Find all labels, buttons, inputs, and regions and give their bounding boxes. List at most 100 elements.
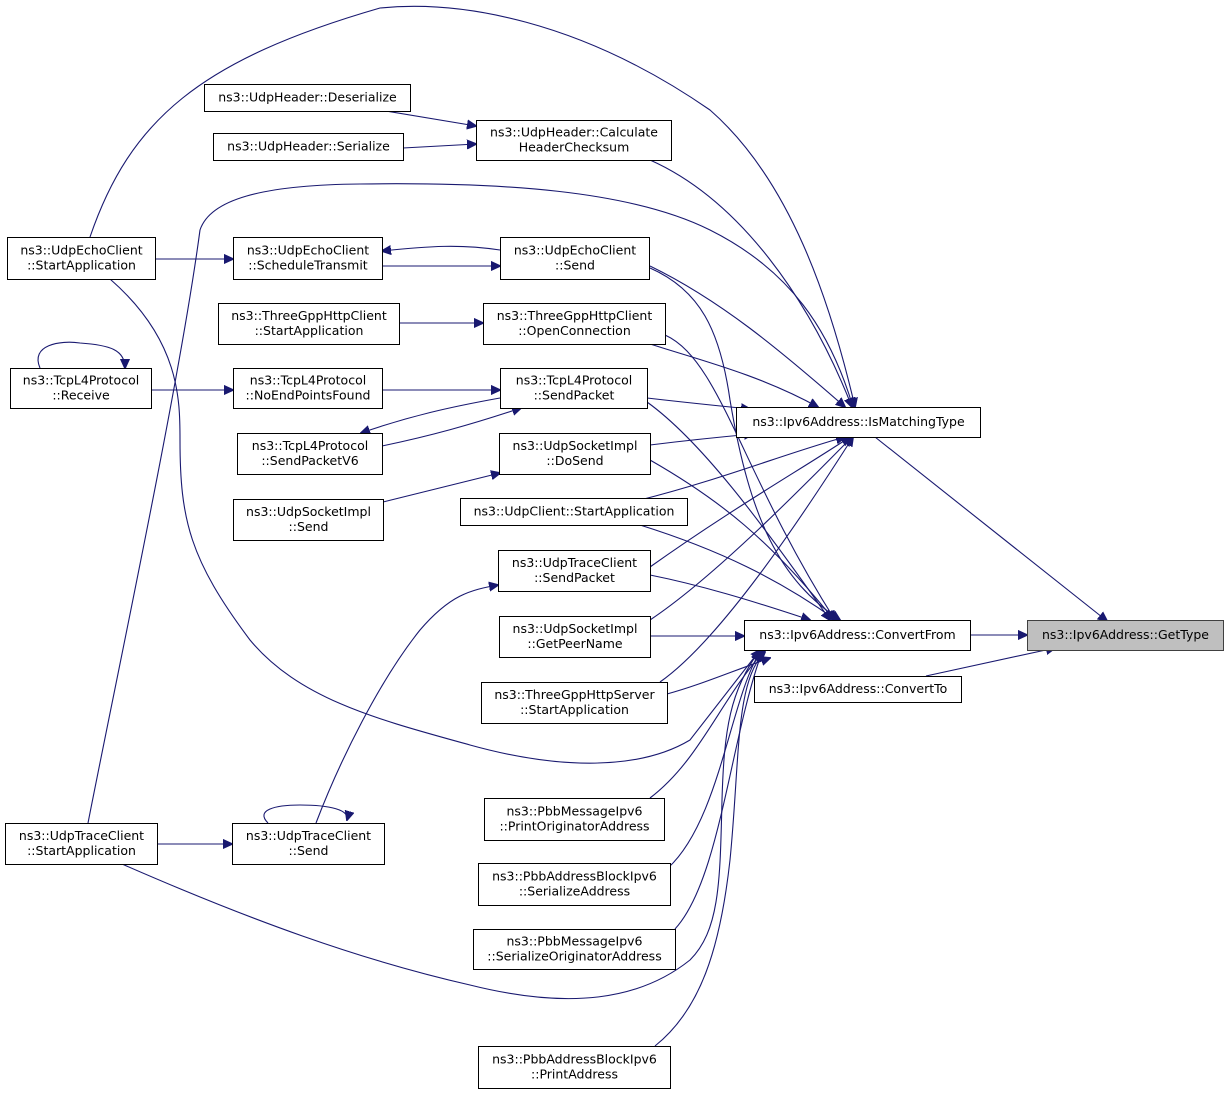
edge-udpHdrCalc-to-isMatchingType (649, 159, 852, 407)
node-traceStart[interactable]: ns3::UdpTraceClient::StartApplication (5, 823, 158, 865)
node-label: ns3::TcpL4Protocol (23, 373, 139, 388)
edge-tcpSendPacket-to-tcpSendPacketV6 (361, 397, 501, 433)
edge-traceStart-to-convertFrom (121, 650, 760, 1000)
node-label: ns3::UdpEchoClient (20, 243, 142, 258)
node-pbbMsgPrintOrig[interactable]: ns3::PbbMessageIpv6::PrintOriginatorAddr… (484, 798, 665, 841)
node-echoStart[interactable]: ns3::UdpEchoClient::StartApplication (7, 237, 156, 280)
node-box (478, 1046, 671, 1089)
node-convertFrom[interactable]: ns3::Ipv6Address::ConvertFrom (744, 620, 971, 651)
node-box (5, 823, 158, 865)
edge-tcpSendPacket-to-isMatchingType (646, 397, 750, 409)
node-label: ns3::TcpL4Protocol (516, 373, 632, 388)
node-label: ns3::UdpEchoClient (514, 243, 636, 258)
edge-httpServerStart-to-isMatchingType (659, 437, 853, 683)
edge-traceSend-to-traceSend (263, 804, 347, 824)
edge-traceStart-to-isMatchingType (87, 183, 853, 824)
edge-pbbMsgSerOrig-to-convertFrom (674, 652, 762, 930)
node-echoSend[interactable]: ns3::UdpEchoClient::Send (500, 237, 650, 280)
edge-httpClientOpen-to-convertFrom (664, 334, 835, 620)
node-box (10, 368, 152, 409)
node-tcpNoEnd[interactable]: ns3::TcpL4Protocol::NoEndPointsFound (233, 368, 383, 409)
edge-echoStart-to-convertFrom (109, 278, 760, 764)
node-echoSched[interactable]: ns3::UdpEchoClient::ScheduleTransmit (233, 237, 383, 280)
edge-pbbBlockSerAddr-to-convertFrom (667, 652, 760, 869)
node-box (473, 929, 676, 970)
node-label: ns3::Ipv6Address::GetType (1042, 627, 1209, 642)
node-box (484, 798, 665, 841)
node-label: ns3::UdpTraceClient (512, 555, 637, 570)
node-box (233, 499, 384, 541)
node-udpHdrDeser[interactable]: ns3::UdpHeader::Deserialize (204, 84, 411, 112)
node-label: ::SerializeAddress (519, 884, 630, 899)
node-isMatchingType[interactable]: ns3::Ipv6Address::IsMatchingType (736, 407, 981, 438)
node-httpClientOpen[interactable]: ns3::ThreeGppHttpClient::OpenConnection (483, 303, 666, 345)
node-label: ns3::ThreeGppHttpClient (497, 308, 653, 323)
node-label: ::SendPacket (534, 388, 615, 403)
node-pbbBlockPrint[interactable]: ns3::PbbAddressBlockIpv6::PrintAddress (478, 1046, 671, 1089)
edge-traceSend-to-traceSendPacket (315, 585, 498, 824)
node-tcpSendPacketV6[interactable]: ns3::TcpL4Protocol::SendPacketV6 (237, 433, 383, 475)
edge-tcpSendPacket-to-convertFrom (646, 401, 830, 620)
node-box (232, 823, 385, 865)
edge-traceSendPacket-to-isMatchingType (649, 437, 850, 568)
node-tcpReceive[interactable]: ns3::TcpL4Protocol::Receive (10, 368, 152, 409)
edge-echoSend-to-convertFrom (649, 267, 840, 620)
edge-traceSendPacket-to-convertFrom (649, 574, 810, 620)
node-traceSend[interactable]: ns3::UdpTraceClient::Send (232, 823, 385, 865)
node-sockPeerName[interactable]: ns3::UdpSocketImpl::GetPeerName (499, 616, 651, 658)
node-label: ns3::Ipv6Address::ConvertFrom (759, 627, 955, 642)
node-box (500, 237, 650, 280)
edge-udpClientStart-to-convertFrom (639, 524, 836, 620)
node-label: ::PrintOriginatorAddress (499, 819, 649, 834)
node-label: ns3::PbbMessageIpv6 (507, 804, 643, 819)
node-getType[interactable]: ns3::Ipv6Address::GetType (1027, 620, 1224, 651)
node-label: ::StartApplication (27, 258, 136, 273)
node-label: ::StartApplication (520, 702, 629, 717)
node-label: ns3::TcpL4Protocol (250, 373, 366, 388)
node-box (500, 368, 648, 409)
node-udpClientStart[interactable]: ns3::UdpClient::StartApplication (460, 498, 688, 526)
edge-isMatchingType-to-getType (874, 436, 1107, 621)
node-box (460, 498, 688, 526)
node-traceSendPacket[interactable]: ns3::UdpTraceClient::SendPacket (498, 550, 651, 592)
edge-udpSockSend-to-udpSockDoSend (382, 473, 500, 503)
node-label: ns3::TcpL4Protocol (252, 438, 368, 453)
node-label: ns3::UdpHeader::Serialize (227, 139, 390, 154)
node-tcpSendPacket[interactable]: ns3::TcpL4Protocol::SendPacket (500, 368, 648, 409)
node-box (499, 433, 651, 475)
node-box (498, 550, 651, 592)
node-label: ::OpenConnection (518, 323, 631, 338)
edge-udpSockDoSend-to-convertFrom (649, 459, 834, 620)
node-box (213, 133, 404, 161)
node-label: HeaderChecksum (519, 140, 630, 155)
node-box (483, 303, 666, 345)
node-box (478, 863, 671, 906)
node-box (237, 433, 383, 475)
node-convertTo[interactable]: ns3::Ipv6Address::ConvertTo (754, 676, 962, 703)
node-label: ns3::UdpSocketImpl (513, 438, 638, 453)
node-label: ::GetPeerName (527, 636, 623, 651)
node-httpServerStart[interactable]: ns3::ThreeGppHttpServer::StartApplicatio… (481, 682, 668, 724)
node-pbbBlockSerAddr[interactable]: ns3::PbbAddressBlockIpv6::SerializeAddre… (478, 863, 671, 906)
node-label: ns3::UdpClient::StartApplication (474, 504, 675, 519)
node-pbbMsgSerOrig[interactable]: ns3::PbbMessageIpv6::SerializeOriginator… (473, 929, 676, 970)
node-label: ::Send (555, 258, 595, 273)
node-udpSockSend[interactable]: ns3::UdpSocketImpl::Send (233, 499, 384, 541)
node-udpSockDoSend[interactable]: ns3::UdpSocketImpl::DoSend (499, 433, 651, 475)
node-label: ns3::PbbMessageIpv6 (507, 934, 643, 949)
node-label: ns3::PbbAddressBlockIpv6 (492, 869, 657, 884)
node-label: ::ScheduleTransmit (248, 258, 368, 273)
node-box (233, 368, 383, 409)
node-httpClientStart[interactable]: ns3::ThreeGppHttpClient::StartApplicatio… (218, 303, 400, 345)
node-box (476, 120, 672, 161)
node-box (218, 303, 400, 345)
edge-tcpSendPacketV6-to-tcpSendPacket (381, 408, 521, 447)
node-udpHdrSer[interactable]: ns3::UdpHeader::Serialize (213, 133, 404, 161)
node-label: ::StartApplication (27, 843, 136, 858)
edge-udpHdrDeser-to-udpHdrCalc (379, 109, 476, 126)
node-label: ::DoSend (546, 453, 603, 468)
edge-udpClientStart-to-isMatchingType (639, 437, 845, 501)
node-label: ::Receive (52, 388, 110, 403)
